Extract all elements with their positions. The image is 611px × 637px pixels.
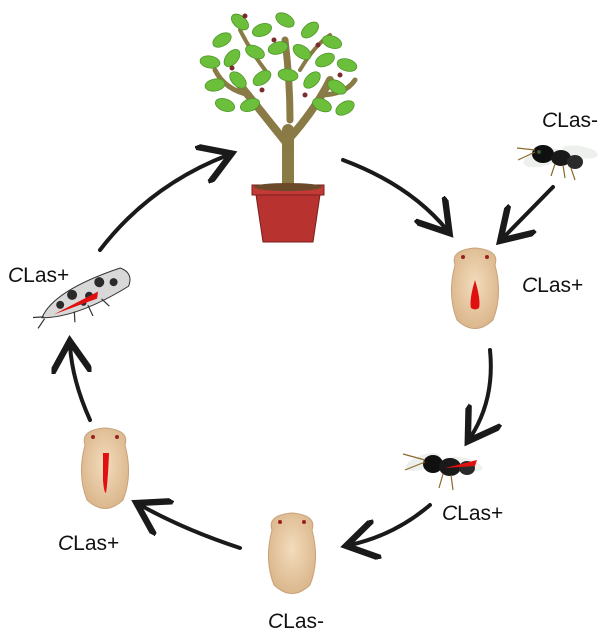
label-wasp-right: CLas+ [442,502,503,525]
arrow-nymph-to-nymph-left [140,505,240,548]
label-wasp-top: CLas- [542,109,598,132]
label-nymph-bottom: CLas- [268,610,324,633]
label-adult: CLas+ [8,264,69,287]
arrow-wasp-to-nymph [503,187,553,238]
citrus-tree-icon [199,10,358,242]
label-nymph-right: CLas+ [522,274,583,297]
label-nymph-left: CLas+ [58,532,119,555]
parasitoid-wasp-icon [403,449,484,490]
arrow-adult-to-tree [100,155,228,250]
parasitoid-wasp-icon [517,143,599,180]
psyllid-nymph-icon [81,428,128,509]
arrow-nymph-to-wasp [470,350,491,438]
psyllid-nymph-icon [268,513,315,594]
arrow-nymph-to-adult [70,345,90,420]
psyllid-nymph-icon [451,248,498,329]
arrow-tree-to-nymph [343,160,447,230]
arrow-wasp-to-nymph-bottom [350,505,430,545]
